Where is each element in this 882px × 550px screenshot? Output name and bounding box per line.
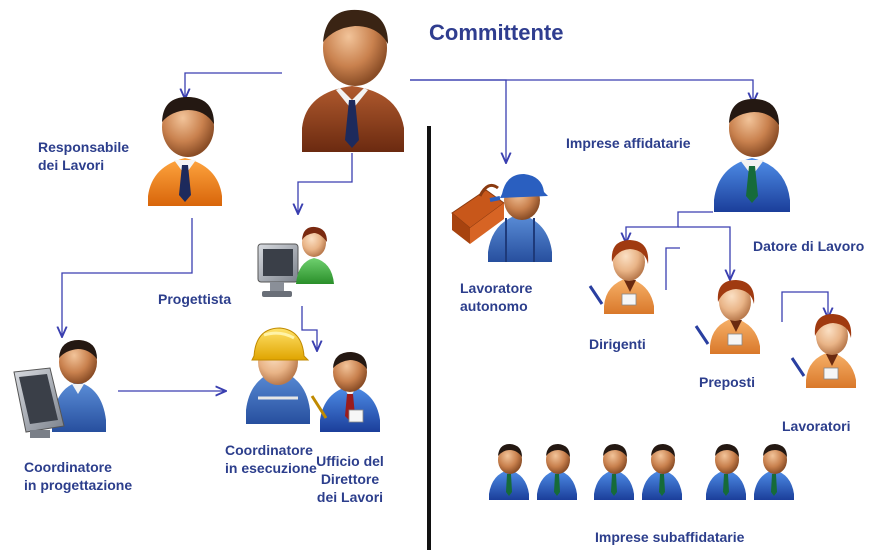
responsabile-manager-icon	[148, 96, 222, 206]
subaffidatarie-group	[489, 444, 794, 500]
direttore-manager-icon	[310, 352, 380, 432]
manager-icon	[754, 444, 794, 500]
committente-manager-icon	[302, 9, 404, 152]
manager-icon	[489, 444, 529, 500]
label-line: Direttore	[320, 471, 380, 487]
arrow-dirigenti-preposti	[665, 247, 680, 290]
manager-icon	[706, 444, 746, 500]
manager-icon	[594, 444, 634, 500]
arrow-datore-preposti	[678, 226, 730, 280]
arrow-committente-imprese	[410, 79, 753, 103]
label-subaffidatarie: Imprese subaffidatarie	[595, 529, 745, 545]
arrow-committente-lavoratore	[410, 79, 506, 163]
label-line: Responsabile	[38, 139, 130, 155]
connectors	[62, 72, 828, 391]
label-line: Coordinatore	[225, 442, 313, 458]
label-lavoratore-autonomo: Lavoratore autonomo	[460, 279, 532, 315]
label-dirigenti: Dirigenti	[589, 336, 646, 352]
coord-esecuzione-helmet-icon	[246, 327, 310, 424]
label-coord-progettazione: Coordinatore in progettazione	[24, 458, 132, 494]
label-line: autonomo	[460, 298, 528, 314]
label-preposti: Preposti	[699, 374, 756, 390]
label-responsabile: Responsabile dei Lavori	[38, 138, 129, 174]
arrow-preposti-lavoratori	[781, 291, 828, 322]
title-committente: Committente	[429, 20, 564, 45]
arrow-committente-responsabile	[185, 72, 282, 99]
datore-manager-icon	[714, 98, 790, 212]
label-coord-esecuzione: Coordinatore in esecuzione	[225, 441, 317, 477]
lavoratori-worker-icon	[790, 314, 856, 388]
progettista-computer-icon	[257, 226, 334, 297]
label-direttore: Ufficio del Direttore dei Lavori	[304, 452, 396, 506]
preposti-worker-icon	[694, 280, 760, 354]
lavoratore-autonomo-toolbox-icon	[451, 174, 552, 262]
label-progettista: Progettista	[158, 291, 232, 307]
label-lavoratori: Lavoratori	[782, 418, 851, 434]
label-line: Ufficio del	[316, 453, 384, 469]
label-line: in progettazione	[24, 477, 133, 493]
label-line: dei Lavori	[38, 157, 105, 173]
label-line: dei Lavori	[316, 489, 384, 505]
label-imprese-affidatarie: Imprese affidatarie	[566, 135, 691, 151]
coord-progettazione-computer-icon	[13, 340, 106, 438]
manager-icon	[642, 444, 682, 500]
arrow-progettista-direttore	[301, 306, 317, 351]
label-datore: Datore di Lavoro	[753, 238, 865, 254]
label-line: in esecuzione	[225, 460, 317, 476]
dirigenti-worker-icon	[588, 240, 654, 314]
manager-icon	[537, 444, 577, 500]
arrow-responsabile-coordprog	[62, 218, 193, 337]
label-line: Coordinatore	[24, 459, 112, 475]
arrow-committente-progettista	[298, 153, 353, 214]
label-line: Lavoratore	[460, 280, 533, 296]
